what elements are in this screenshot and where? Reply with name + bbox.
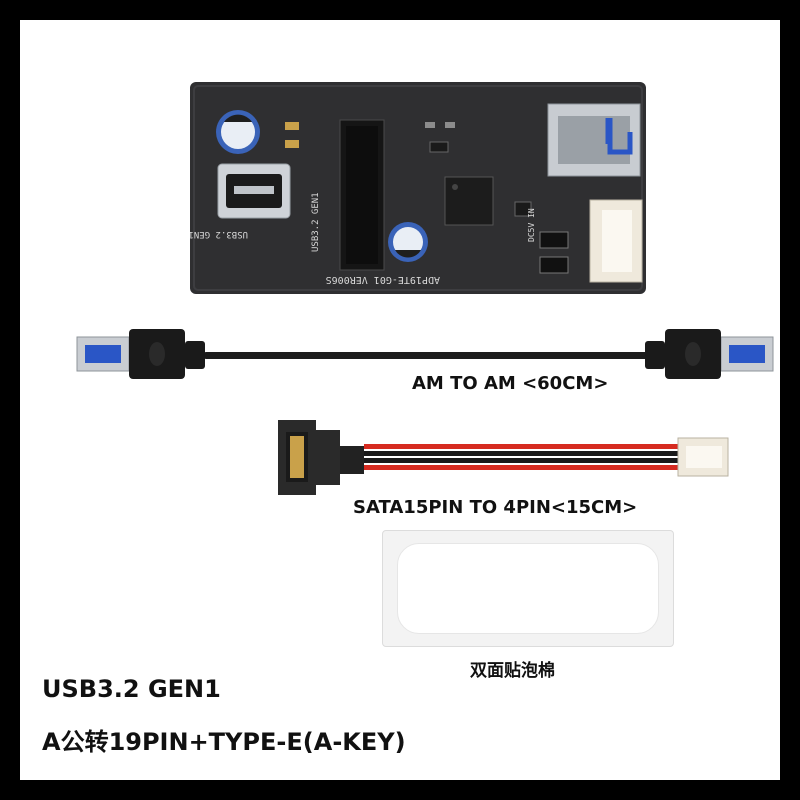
usb-silkscreen: USB3.2 GEN1: [190, 229, 248, 239]
dc-silkscreen: DC5V IN: [527, 208, 536, 242]
foam-pad-inner: [397, 543, 659, 634]
model-silkscreen: ADP19TE-G01 VER006S: [326, 274, 440, 285]
power-connector-icon: [589, 199, 643, 283]
chip-icon: [444, 176, 494, 226]
19pin-header-icon: [339, 119, 385, 271]
sata-power-cable-image: [278, 420, 729, 495]
capacitor-icon: [388, 222, 428, 262]
foam-pad-image: [382, 530, 674, 647]
svg-text:USB3.2 GEN1: USB3.2 GEN1: [311, 192, 321, 252]
adapter-board-image: USB3.2 GEN1 USB3.2 GEN1: [190, 82, 646, 294]
type-e-connector-icon: [217, 163, 291, 219]
product-photo-frame: USB3.2 GEN1 USB3.2 GEN1: [20, 20, 780, 780]
product-title-line2: A公转19PIN+TYPE-E(A-KEY): [42, 728, 406, 756]
product-title-line1: USB3.2 GEN1: [42, 675, 221, 703]
sata-cable-caption: SATA15PIN TO 4PIN<15CM>: [353, 497, 638, 518]
usb-a-port-icon: [547, 103, 641, 177]
foam-caption: 双面贴泡棉: [470, 661, 555, 681]
usb-cable-caption: AM TO AM <60CM>: [412, 373, 609, 394]
capacitor-icon: [216, 110, 260, 154]
usb-am-cable-image: [76, 329, 774, 379]
